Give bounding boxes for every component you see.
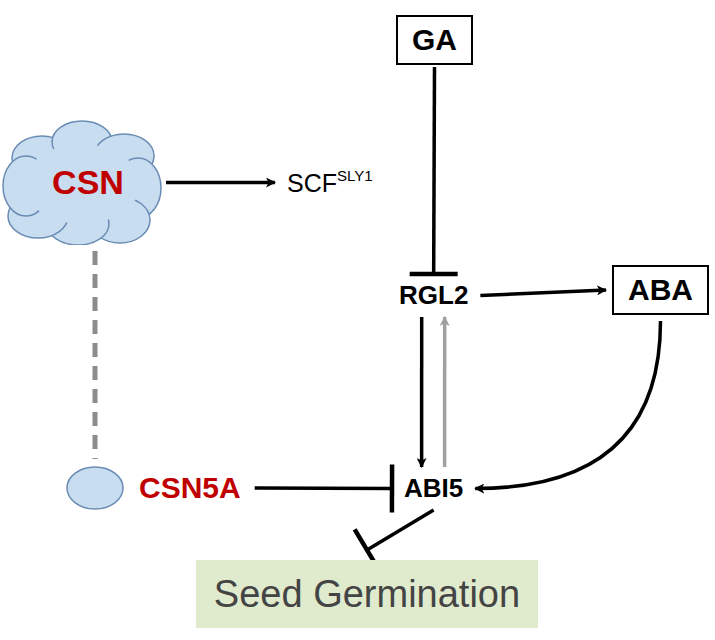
- subunit-label: CSN5A: [65, 465, 241, 511]
- connector-line: [420, 317, 424, 467]
- protein-label: RGL2: [395, 278, 472, 313]
- outcome-band: Seed Germination: [196, 560, 538, 628]
- superscript-text: SLY1: [337, 167, 373, 184]
- node-text: CSN: [40, 163, 124, 202]
- activation-arrow: [444, 317, 445, 467]
- text-group: SCFSLY1: [287, 169, 373, 197]
- inhibition-connector: [410, 67, 458, 274]
- hormone-box: GA: [396, 15, 473, 65]
- inhibition-bar: [390, 465, 395, 513]
- inhibition-connector: [255, 465, 392, 513]
- inhibition-bar: [410, 272, 458, 277]
- activation-arrow: [166, 182, 275, 183]
- connector-line: [255, 486, 392, 490]
- node-text: GA: [412, 23, 457, 56]
- activation-arrow: [475, 321, 660, 489]
- activation-arrow: [480, 290, 606, 296]
- activation-arrow: [421, 317, 422, 467]
- connector-line: [475, 321, 660, 489]
- protein-complex-label: SCFSLY1: [283, 165, 377, 200]
- connector-line: [480, 290, 606, 296]
- protein-label: ABI5: [400, 471, 467, 506]
- node-text: CSN5A: [139, 471, 241, 505]
- connector-line: [443, 317, 447, 467]
- node-text: RGL2: [399, 280, 468, 310]
- node-text: Seed Germination: [214, 573, 520, 616]
- node-text: ABI5: [404, 473, 463, 503]
- connector-line: [432, 67, 436, 274]
- connector-line: [166, 181, 275, 185]
- hormone-box: ABA: [612, 265, 709, 315]
- subunit-oval: [65, 465, 125, 511]
- node-text: SCF: [287, 169, 337, 197]
- connector-line: [367, 510, 434, 550]
- connector-line: [93, 251, 98, 459]
- association-line: [95, 251, 96, 459]
- complex-cloud: CSN: [2, 120, 162, 245]
- node-text: ABA: [628, 273, 693, 306]
